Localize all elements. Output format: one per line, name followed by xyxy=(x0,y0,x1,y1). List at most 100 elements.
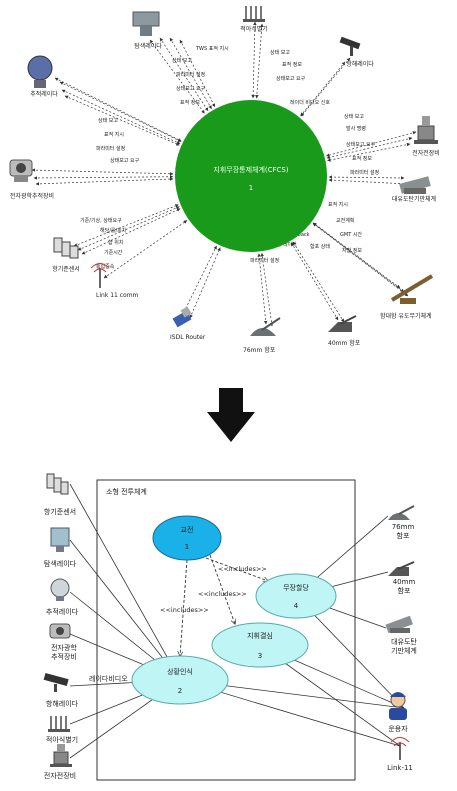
node-search-radar: 탐색레이다 xyxy=(134,42,162,50)
message-label: 상태보고 요구 xyxy=(276,75,306,82)
use-case-weapon-assignment[interactable]: 무장할당 4 xyxy=(255,573,337,619)
naval-gun-icon xyxy=(388,505,415,520)
interface-arrow xyxy=(81,208,181,255)
iff-array-icon xyxy=(243,6,265,22)
message-label: 표적 정보 xyxy=(282,61,302,68)
actor-link11: Link-11 xyxy=(387,764,413,772)
sensor-box-icon xyxy=(46,473,69,495)
association-line xyxy=(69,483,181,681)
message-label: 상태 보고 xyxy=(344,113,364,120)
interface-arrow xyxy=(328,175,405,180)
interface-arrow xyxy=(292,241,345,323)
message-label: 파라미터 설정 xyxy=(96,145,125,152)
association-lines xyxy=(69,483,405,759)
node-ew: 전자전장비 xyxy=(412,149,440,157)
message-label: 통합중속 xyxy=(96,263,115,270)
include-label: <<includes>> xyxy=(160,606,209,614)
actor-nav-radar: 항해레이다 xyxy=(46,699,79,708)
operator-icon xyxy=(389,692,407,720)
naval-gun-icon xyxy=(328,315,357,332)
message-label: 함포 상태 xyxy=(310,243,330,250)
interface-arrow xyxy=(300,57,351,117)
interface-arrow xyxy=(257,253,268,325)
system-title: 소형 전투체계 xyxy=(106,487,147,496)
message-label: 발사 명령 xyxy=(346,125,366,132)
node-guided-weapon: 함대함 유도무기체계 xyxy=(380,312,432,320)
down-arrow-icon xyxy=(207,388,255,442)
decoy-launcher-icon xyxy=(385,615,413,634)
interface-arrow xyxy=(328,178,409,186)
message-label: GMT 시간 xyxy=(340,231,362,238)
message-label: 레이더 비디오 신호 xyxy=(290,99,330,106)
cfcs-number: 1 xyxy=(249,184,253,192)
interface-arrow xyxy=(189,247,221,319)
interface-arrow xyxy=(33,174,174,180)
decoy-launcher-icon xyxy=(399,176,431,194)
use-case-command-decision[interactable]: 지휘결심 3 xyxy=(211,622,309,668)
message-label: 상태 보고 xyxy=(98,117,118,124)
camera-turret-icon xyxy=(9,159,33,182)
node-track-radar: 추적레이다 xyxy=(30,90,58,98)
node-gun40: 40mm 함포 xyxy=(328,339,361,347)
use-case-name: 상황인식 xyxy=(167,667,193,676)
include-arrow xyxy=(205,557,268,581)
message-label: 표적 정보 xyxy=(352,155,372,162)
message-label: 상태보고 요구 xyxy=(176,85,206,92)
node-gun76: 76mm 함포 xyxy=(243,346,276,354)
message-label: 상태보고 요구 xyxy=(110,157,140,164)
message-label: 파라미터 설정 xyxy=(250,257,279,264)
actor-nav-sensor: 항기준센서 xyxy=(44,507,76,516)
interface-arrow xyxy=(291,242,339,321)
radar-antenna-icon xyxy=(132,11,160,36)
message-label: 기준/기상, 상태요구 xyxy=(80,217,122,224)
radar-video-label: 레이다비디오 xyxy=(89,674,128,683)
use-case-engagement[interactable]: 교전 1 xyxy=(152,515,222,561)
message-label: 파라미터 설정 xyxy=(350,169,379,176)
message-label: 표적 정보 xyxy=(180,99,200,106)
node-link11: Link 11 comm xyxy=(96,292,139,299)
interface-arrow xyxy=(251,21,257,99)
include-label: <<includes>> xyxy=(198,590,247,598)
interface-arrow xyxy=(255,23,264,99)
node-nav-radar: 항해레이다 xyxy=(346,60,374,68)
radar-antenna-icon xyxy=(50,527,70,552)
interface-arrow xyxy=(103,220,188,279)
actor-operator: 운용자 xyxy=(388,724,408,733)
nav-radar-icon xyxy=(339,36,361,56)
message-label: 상태 보고 xyxy=(172,57,192,64)
interface-arrow xyxy=(260,252,274,327)
cfcs-circle[interactable] xyxy=(175,100,327,252)
use-case-situation-awareness[interactable]: 상황인식 2 xyxy=(131,655,229,705)
use-case-number: 3 xyxy=(258,652,262,660)
missile-launcher-icon xyxy=(390,274,434,304)
node-iff: 적아식별기 xyxy=(240,25,268,33)
node-isdl: ISDL Router xyxy=(170,334,206,341)
nav-radar-icon xyxy=(43,673,69,692)
message-label: 자함 정보 xyxy=(342,247,362,254)
message-label: 상태보고 요구 xyxy=(346,141,376,148)
naval-gun-icon xyxy=(388,561,415,576)
use-case-number: 1 xyxy=(185,543,189,551)
interface-arrow xyxy=(77,206,180,251)
actor-iff: 적아식별기 xyxy=(46,735,78,744)
system-boundary xyxy=(96,479,356,781)
include-arrow xyxy=(209,554,235,624)
node-eo-tracker: 전자광학추적장비 xyxy=(10,192,54,200)
association-line xyxy=(69,539,181,681)
interface-arrow xyxy=(73,204,179,247)
use-case-number: 2 xyxy=(178,687,182,695)
interface-arrow xyxy=(31,168,174,176)
node-nav-sensor: 항기준센서 xyxy=(52,265,80,273)
use-case-name: 무장할당 xyxy=(283,583,309,592)
naval-gun-icon xyxy=(250,317,281,336)
message-label: 함 위치 xyxy=(108,239,123,246)
include-arrow xyxy=(180,559,188,656)
interface-lines xyxy=(31,21,417,327)
include-label: <<includes>> xyxy=(218,565,267,573)
use-case-name: 교전 xyxy=(181,525,194,534)
antenna-icon xyxy=(390,737,410,760)
